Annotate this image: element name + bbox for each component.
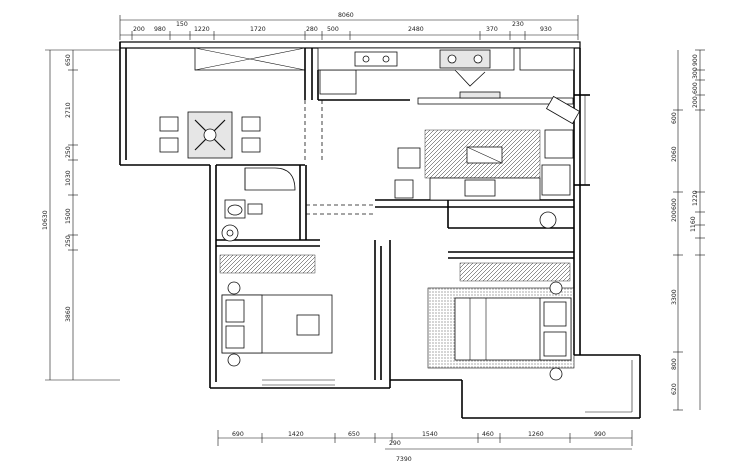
top-total-dim: 8060 xyxy=(338,12,354,19)
left-dim-650: 650 xyxy=(65,54,72,66)
top-dimensions: 8060 200 980 150 1220 1720 280 500 2480 … xyxy=(119,12,579,40)
bottom-dim-650: 650 xyxy=(348,431,360,438)
right-dim-inner-10: 1220 xyxy=(692,190,699,206)
right-dim-inner-6: 600 xyxy=(671,198,678,210)
left-dim-2710: 2710 xyxy=(65,102,72,118)
right-dim-inner-9: 620 xyxy=(671,383,678,395)
right-dim-outer-2: 1160 xyxy=(690,216,697,232)
left-dim-250b: 250 xyxy=(65,235,72,247)
top-dim-2480: 2480 xyxy=(408,26,424,33)
top-dim-150: 150 xyxy=(176,21,188,28)
left-dimensions: 10630 650 2710 250 1030 1500 250 3860 xyxy=(42,49,120,381)
left-dim-1500: 1500 xyxy=(65,208,72,224)
bottom-dim-290: 290 xyxy=(389,440,401,447)
right-dim-inner-2: 300 xyxy=(692,67,699,79)
bottom-dim-990: 990 xyxy=(594,431,606,438)
living-room xyxy=(394,91,590,201)
right-dim-inner-7: 200 xyxy=(671,210,678,222)
kitchen-counter xyxy=(317,47,575,87)
bottom-dim-460: 460 xyxy=(482,431,494,438)
right-dim-inner-8: 800 xyxy=(671,358,678,370)
bottom-dimensions: 690 1420 650 290 1540 460 1260 990 7390 xyxy=(217,430,633,463)
top-dim-980: 980 xyxy=(154,26,166,33)
bottom-dim-1540: 1540 xyxy=(422,431,438,438)
top-dim-280: 280 xyxy=(306,26,318,33)
plant-stand xyxy=(544,129,574,159)
top-dim-200: 200 xyxy=(133,26,145,33)
bottom-total-dim: 7390 xyxy=(396,456,412,463)
right-dimensions: 2060 1160 3300 900 300 600 200 600 600 2… xyxy=(671,49,705,411)
left-dim-250: 250 xyxy=(65,146,72,158)
top-dim-370: 370 xyxy=(486,26,498,33)
basin-2 xyxy=(539,211,557,229)
stove xyxy=(439,49,491,69)
bottom-dim-1420: 1420 xyxy=(288,431,304,438)
right-dim-outer-3: 3300 xyxy=(671,289,678,305)
armchair xyxy=(397,147,421,169)
nightstand-2 xyxy=(549,281,563,295)
dining-table xyxy=(159,111,261,159)
bedroom-2 xyxy=(427,262,575,381)
top-dim-230: 230 xyxy=(512,21,524,28)
bedroom-1 xyxy=(219,254,333,367)
shower xyxy=(244,167,296,191)
interior-walls xyxy=(194,47,574,380)
right-dim-outer-1: 2060 xyxy=(671,146,678,162)
bottom-dim-690: 690 xyxy=(232,431,244,438)
left-dim-1030: 1030 xyxy=(65,170,72,186)
left-dim-3860: 3860 xyxy=(65,306,72,322)
top-dim-1720: 1720 xyxy=(250,26,266,33)
wardrobe-2 xyxy=(459,262,571,282)
right-dim-inner-3: 600 xyxy=(692,82,699,94)
wardrobe-1 xyxy=(219,254,316,274)
left-total-dim: 10630 xyxy=(42,210,49,230)
bathroom xyxy=(221,167,557,242)
top-dim-500: 500 xyxy=(327,26,339,33)
bottom-dim-1260: 1260 xyxy=(528,431,544,438)
top-dim-930: 930 xyxy=(540,26,552,33)
right-dim-inner-5: 600 xyxy=(671,112,678,124)
right-dim-inner-1: 900 xyxy=(692,54,699,66)
top-dim-1220: 1220 xyxy=(194,26,210,33)
kitchen-sink xyxy=(354,51,398,67)
right-dim-inner-4: 200 xyxy=(692,96,699,108)
nightstand-1 xyxy=(227,281,241,295)
